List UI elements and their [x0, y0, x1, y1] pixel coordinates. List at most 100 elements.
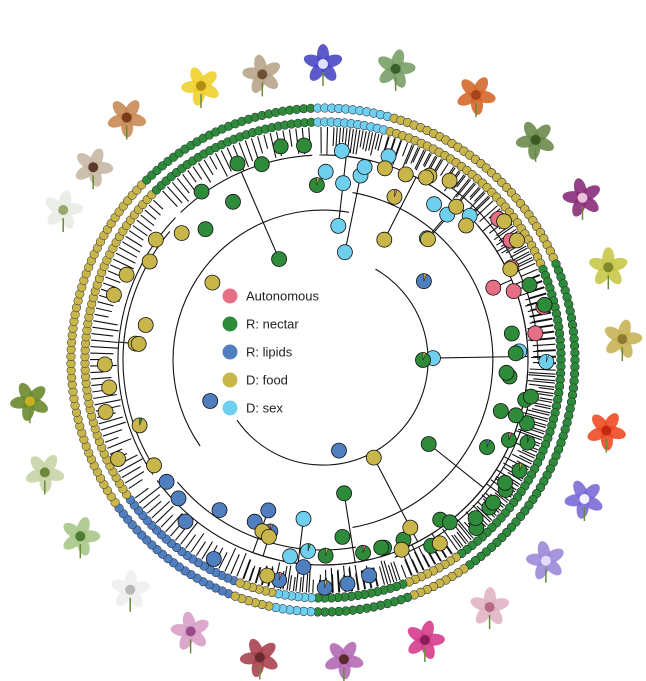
ancestral-state-pie: [373, 539, 390, 556]
ancestral-state-pie: [202, 393, 219, 409]
terminal-branch: [112, 258, 134, 270]
terminal-branch: [162, 190, 178, 207]
terminal-branch: [453, 534, 464, 547]
terminal-branch: [468, 192, 486, 210]
ancestral-state-pie: [147, 231, 164, 248]
ancestral-state-pie: [334, 529, 351, 545]
terminal-branch: [405, 145, 415, 165]
terminal-branch: [456, 175, 466, 188]
ancestral-state-pie: [336, 244, 353, 261]
clade-arc: [249, 550, 278, 561]
terminal-branch: [525, 293, 547, 301]
terminal-branch: [124, 471, 145, 484]
terminal-branch: [92, 326, 119, 332]
terminal-branch: [288, 129, 293, 147]
terminal-branch: [166, 186, 183, 204]
ancestral-state-pie: [177, 513, 194, 530]
terminal-branch: [107, 438, 132, 449]
terminal-branch: [244, 140, 254, 162]
terminal-branch: [136, 219, 152, 232]
terminal-branch: [248, 567, 255, 582]
legend-item: Autonomous: [222, 288, 319, 304]
ancestral-state-pie: [507, 345, 524, 362]
pink-orchid-flower-photo: [170, 611, 209, 654]
terminal-branch: [144, 209, 157, 220]
terminal-branch: [218, 552, 228, 569]
ancestral-state-pie: [415, 352, 431, 368]
tree-branches: [90, 126, 557, 594]
tree-node-pies: [96, 137, 555, 596]
terminal-branch: [337, 569, 341, 593]
terminal-branch: [368, 132, 374, 151]
clade-stem: [337, 156, 347, 226]
red-spike-orchid-photo: [239, 638, 278, 680]
terminal-branch: [538, 393, 554, 397]
terminal-branch: [100, 421, 126, 431]
terminal-branch: [97, 301, 114, 307]
terminal-branch: [518, 428, 543, 439]
legend-item: R: lipids: [222, 344, 293, 360]
terminal-branch: [257, 136, 264, 154]
terminal-branch: [422, 554, 431, 568]
ancestral-state-pie: [508, 407, 524, 424]
ancestral-state-pie: [211, 502, 228, 519]
ancestral-state-pie: [361, 567, 378, 584]
terminal-branch: [176, 177, 190, 194]
terminal-branch: [526, 409, 550, 416]
ancestral-state-pie: [333, 142, 350, 159]
inner-arc: [172, 209, 350, 447]
ancestral-state-pie: [225, 193, 241, 210]
terminal-branch: [308, 570, 311, 593]
terminal-branch: [91, 333, 114, 337]
terminal-branch: [288, 575, 293, 591]
purple-small-orchid-photo: [562, 178, 600, 220]
terminal-branch: [90, 346, 119, 349]
terminal-branch: [203, 159, 214, 176]
terminal-branch: [95, 307, 112, 313]
ancestral-state-pie: [106, 286, 122, 303]
terminal-branch: [90, 352, 114, 355]
terminal-branch: [147, 500, 162, 514]
ancestral-state-pie: [420, 231, 436, 248]
terminal-branch: [94, 399, 121, 406]
terminal-branch: [128, 230, 144, 241]
clade-arc: [117, 217, 176, 475]
terminal-branch: [383, 560, 392, 584]
tip-marker: [230, 591, 240, 601]
legend-label: D: food: [246, 373, 288, 388]
terminal-branch: [427, 155, 437, 171]
tip-marker: [235, 578, 245, 588]
ancestral-state-pie: [146, 457, 162, 474]
terminal-branch: [349, 128, 354, 154]
ancestral-state-pie: [259, 567, 276, 584]
ancestral-state-pie: [118, 266, 135, 283]
terminal-branch: [214, 153, 228, 177]
legend-swatch: [222, 288, 238, 304]
terminal-branch: [406, 550, 418, 574]
ancestral-state-pie: [330, 217, 347, 234]
terminal-branch: [418, 547, 430, 568]
ancestral-state-pie: [130, 335, 147, 352]
terminal-branch: [190, 533, 205, 553]
ancestral-state-pie: [503, 325, 520, 342]
terminal-branch: [451, 534, 462, 549]
ancestral-state-pie: [485, 279, 502, 296]
terminal-branch: [198, 162, 212, 183]
ancestral-state-pie: [101, 379, 118, 396]
legend-item: D: food: [222, 372, 288, 388]
ancestral-state-pie: [393, 541, 410, 558]
terminal-branch: [533, 378, 556, 382]
terminal-branch: [404, 559, 412, 576]
terminal-branch: [377, 134, 383, 151]
terminal-branch: [457, 523, 472, 541]
terminal-branch: [528, 372, 556, 375]
terminal-branch: [521, 449, 536, 457]
ancestral-state-pie: [336, 485, 353, 502]
green-stem-orchid-photo: [515, 121, 554, 162]
ancestral-state-pie: [317, 163, 334, 180]
ancestral-state-pie: [492, 403, 509, 419]
ancestral-state-pie: [193, 183, 210, 200]
clade-stem: [428, 443, 484, 489]
clade-arc: [180, 154, 313, 213]
terminal-branch: [185, 534, 197, 549]
